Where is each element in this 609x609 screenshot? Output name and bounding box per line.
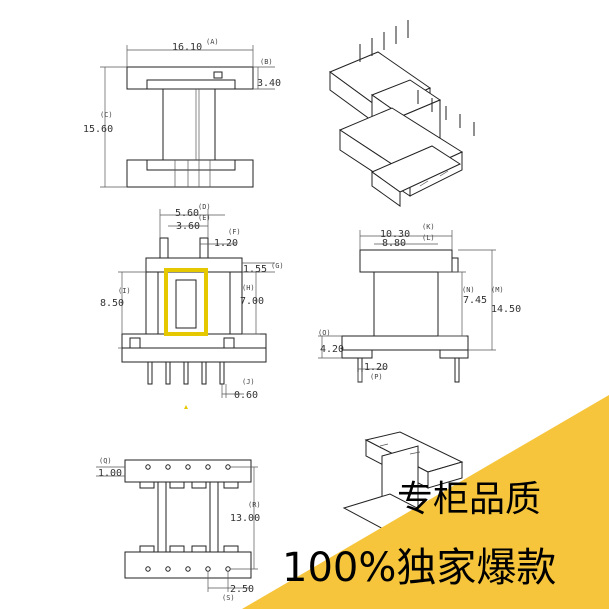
dim-b-value: 3.40: [257, 78, 281, 89]
dim-k-value: 10.30: [380, 229, 410, 240]
dim-k-tag: (K): [422, 223, 435, 231]
dim-j-value: 0.60: [234, 390, 258, 401]
dim-a-value: 16.10: [172, 42, 202, 53]
dim-d-value: 5.60: [175, 208, 199, 219]
dim-g-tag: (G): [271, 262, 284, 270]
dim-q-value: 1.00: [98, 468, 122, 479]
dim-l-tag: (L): [422, 234, 435, 242]
dim-e-value: 3.60: [176, 221, 200, 232]
dim-c-tag: (C): [100, 111, 113, 119]
promo-line-2: 100%独家爆款: [282, 545, 556, 591]
dim-c-value: 15.60: [83, 124, 113, 135]
view-front-top: 16.10 (A) 3.40 (B) 15.60 (C): [83, 38, 281, 188]
dim-r-value: 13.00: [230, 513, 260, 524]
dim-m-tag: (M): [491, 286, 504, 294]
dim-j-tag: (J): [242, 378, 255, 386]
view-top-bottom: 1.00 (Q) 13.00 (R) 2.50 (S): [96, 457, 261, 602]
view-side-middle: 5.60 (D) 3.60 (E) 1.20 (F) 1.55 (G) 7.00…: [100, 203, 284, 409]
dim-h-tag: (H): [242, 284, 255, 292]
dim-o-value: 4.20: [320, 344, 344, 355]
dim-i-value: 8.50: [100, 298, 124, 309]
dim-r-tag: (R): [248, 501, 261, 509]
dim-n-tag: (N): [462, 286, 475, 294]
dim-i-tag: (I): [118, 287, 131, 295]
dim-f-value: 1.20: [214, 238, 238, 249]
view-isometric-top: [328, 20, 475, 207]
dim-g-value: 1.55: [243, 264, 267, 275]
dim-a-tag: (A): [206, 38, 219, 46]
dim-s-value: 2.50: [230, 584, 254, 595]
dim-e-tag: (E): [198, 214, 211, 222]
dim-n-value: 7.45: [463, 295, 487, 306]
dim-s-tag: (S): [222, 594, 235, 602]
dim-q-tag: (Q): [99, 457, 112, 465]
dim-d-tag: (D): [198, 203, 211, 211]
dim-b-tag: (B): [260, 58, 273, 66]
promo-banner-background: [242, 395, 609, 609]
dim-o-tag: (O): [318, 329, 331, 337]
dim-l-value: 8.80: [382, 238, 406, 249]
promo-line-1: 专柜品质: [397, 479, 541, 520]
promo-banner: 专柜品质 100%独家爆款: [242, 395, 609, 609]
dim-p-value: 1.20: [364, 362, 388, 373]
dim-f-tag: (F): [228, 228, 241, 236]
dim-m-value: 14.50: [491, 304, 521, 315]
dim-h-value: 7.00: [240, 296, 264, 307]
view-end-middle: 10.30 (K) 8.80 (L) 14.50 (M) 7.45 (N) 4.…: [318, 223, 521, 383]
dim-p-tag: (P): [370, 373, 383, 381]
